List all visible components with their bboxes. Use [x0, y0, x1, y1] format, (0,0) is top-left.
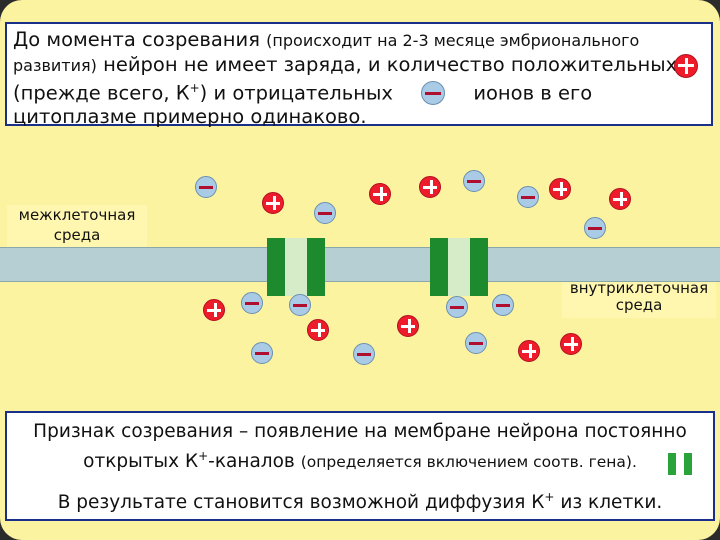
negative-ion-icon: [195, 176, 217, 198]
negative-ion-icon: [251, 342, 273, 364]
intro-text-note: (происходит на 2-3 месяце эмбрионального…: [13, 31, 640, 75]
channel-pore: [285, 238, 307, 296]
conclusion-note: (определяется включением соотв. гена).: [300, 453, 637, 472]
negative-ion-icon: [241, 292, 263, 314]
positive-ion-icon: [203, 299, 225, 321]
positive-ion-icon: [262, 192, 284, 214]
conclusion-text: открытых К: [83, 451, 199, 473]
intro-text-4: ) и отрицательных: [199, 81, 393, 105]
negative-ion-icon: [463, 170, 485, 192]
intro-text-box: До момента созревания (происходит на 2-3…: [5, 22, 713, 129]
positive-ion-icon: [369, 183, 391, 205]
conclusion-sup: +: [544, 490, 555, 505]
negative-ion-icon: [492, 294, 514, 316]
negative-ion-icon: [353, 343, 375, 365]
intro-text-3: (прежде всего, К: [13, 81, 190, 105]
positive-ion-icon: [549, 178, 571, 200]
conclusion-sup: +: [198, 449, 209, 463]
positive-ion-icon: [307, 319, 329, 341]
intro-text-2: нейрон не имеет заряда, и количество пол…: [96, 52, 678, 76]
negative-ion-icon: [517, 186, 539, 208]
channel-wall: [470, 238, 488, 296]
intracellular-label: внутриклеточная среда: [562, 280, 716, 318]
negative-ion-icon: [421, 80, 446, 105]
conclusion-text: -каналов: [208, 451, 301, 473]
conclusion-text-box: Признак созревания – появление на мембра…: [5, 411, 715, 521]
potassium-channel: [430, 238, 488, 296]
positive-ion-icon: [518, 340, 540, 362]
conclusion-text: из клетки.: [554, 492, 663, 514]
conclusion-text: В результате становится возможной диффуз…: [57, 492, 545, 514]
positive-ion-icon: [674, 54, 698, 78]
intro-text-sup: +: [189, 81, 200, 95]
positive-ion-icon: [609, 188, 631, 210]
positive-ion-icon: [560, 333, 582, 355]
conclusion-line-2: открытых К+-каналов (определяется включе…: [15, 444, 705, 475]
conclusion-line-3: В результате становится возможной диффуз…: [15, 485, 705, 515]
cell-membrane: [0, 247, 720, 282]
channel-wall: [430, 238, 448, 296]
intro-text-5: ионов в его цитоплазме примерно одинаков…: [13, 81, 593, 129]
negative-ion-icon: [446, 296, 468, 318]
pause-icon: [668, 453, 692, 475]
negative-ion-icon: [465, 332, 487, 354]
positive-ion-icon: [397, 315, 419, 337]
positive-ion-icon: [419, 176, 441, 198]
negative-ion-icon: [314, 202, 336, 224]
negative-ion-icon: [584, 217, 606, 239]
potassium-channel: [267, 238, 325, 296]
channel-wall: [307, 238, 325, 296]
channel-wall: [267, 238, 285, 296]
conclusion-line-1: Признак созревания – появление на мембра…: [33, 421, 687, 442]
inline-negative-slot: [399, 80, 467, 105]
extracellular-label: межклеточная среда: [7, 205, 147, 249]
channel-pore: [448, 238, 470, 296]
intro-text-1: До момента созревания: [13, 28, 267, 51]
negative-ion-icon: [289, 294, 311, 316]
